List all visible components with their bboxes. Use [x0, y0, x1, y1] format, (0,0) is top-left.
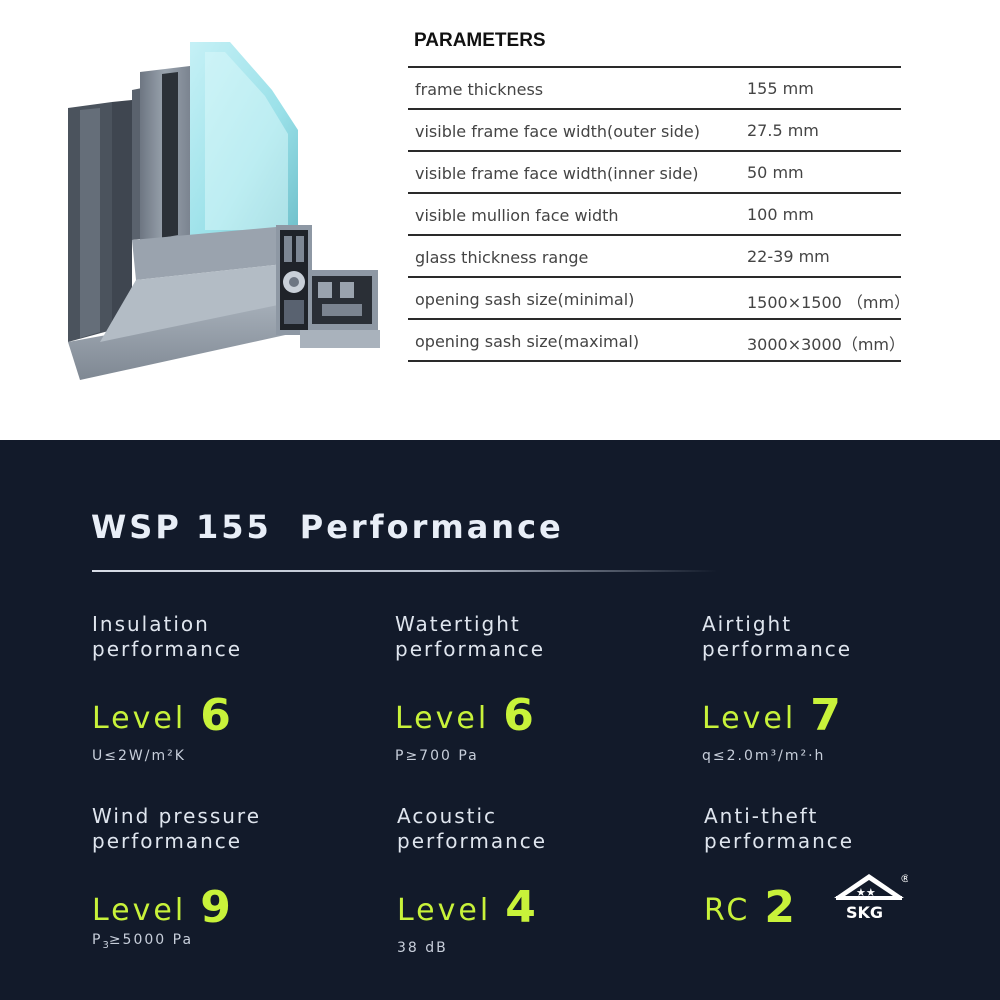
metric-name: Acoustic performance	[397, 804, 687, 854]
metric-spec: U≤2W/m²K	[92, 748, 186, 764]
param-value: 155 mm	[747, 79, 814, 98]
svg-text:SKG: SKG	[846, 903, 883, 922]
svg-text:★★: ★★	[856, 886, 876, 899]
metric-spec: P3≥5000 Pa	[92, 932, 194, 951]
product-section: PARAMETERS frame thickness 155 mm visibl…	[0, 0, 1000, 440]
param-label: visible frame face width(outer side)	[415, 122, 700, 141]
metric-anti-theft: Anti-theft performance RC 2 ★★ ® SKG	[704, 804, 994, 964]
spec-rest: ≥5000 Pa	[108, 932, 194, 948]
level-word: Level	[397, 893, 492, 928]
metric-name-line1: Insulation	[92, 612, 210, 636]
param-row-sash-max: opening sash size(maximal) 3000×3000（mm）	[408, 318, 905, 362]
metric-level: Level 6	[395, 688, 534, 741]
level-number: 2	[764, 882, 795, 933]
parameters-title: PARAMETERS	[414, 30, 546, 51]
window-profile-image	[68, 42, 380, 380]
param-label: visible mullion face width	[415, 206, 619, 225]
metric-name: Wind pressure performance	[92, 804, 382, 854]
metric-insulation: Insulation performance Level 6 U≤2W/m²K	[92, 612, 382, 772]
parameters-table: frame thickness 155 mm visible frame fac…	[408, 66, 910, 362]
level-word: Level	[395, 701, 490, 736]
param-value: 3000×3000（mm）	[747, 335, 906, 354]
performance-word: Performance	[299, 508, 564, 546]
metric-level: Level 9	[92, 880, 231, 933]
param-label: opening sash size(maximal)	[415, 332, 640, 351]
param-row-frame-thickness: frame thickness 155 mm	[408, 66, 901, 108]
param-value: 100 mm	[747, 205, 814, 224]
performance-title: WSP 155 Performance	[91, 508, 564, 546]
metric-level: Level 6	[92, 688, 231, 741]
param-value: 22-39 mm	[747, 247, 830, 266]
metric-name-line2: performance	[92, 637, 243, 661]
metric-spec: P≥700 Pa	[395, 748, 479, 764]
level-word: Level	[702, 701, 797, 736]
metric-name-line1: Watertight	[395, 612, 521, 636]
param-label: opening sash size(minimal)	[415, 290, 635, 309]
level-number: 4	[505, 882, 536, 933]
metric-spec: 38 dB	[397, 940, 448, 956]
level-number: 6	[503, 690, 534, 741]
title-divider	[92, 570, 717, 572]
param-label: visible frame face width(inner side)	[415, 164, 699, 183]
param-row-mullion-face-width: visible mullion face width 100 mm	[408, 192, 901, 234]
metric-name-line1: Anti-theft	[704, 804, 819, 828]
metric-name-line2: performance	[702, 637, 853, 661]
metric-name: Anti-theft performance	[704, 804, 994, 854]
param-value: 1500×1500 （mm）	[747, 293, 911, 312]
metric-airtight: Airtight performance Level 7 q≤2.0m³/m²·h	[702, 612, 992, 772]
metric-name: Insulation performance	[92, 612, 382, 662]
model-name: WSP 155	[91, 508, 272, 546]
level-number: 9	[200, 882, 231, 933]
metric-name-line2: performance	[397, 829, 548, 853]
param-row-inner-face-width: visible frame face width(inner side) 50 …	[408, 150, 901, 192]
param-label: glass thickness range	[415, 248, 589, 267]
performance-section: WSP 155 Performance Insulation performanc…	[0, 440, 1000, 1000]
metric-name-line1: Acoustic	[397, 804, 498, 828]
level-number: 7	[810, 690, 841, 741]
skg-certification-logo: ★★ ® SKG	[834, 872, 908, 922]
level-word: Level	[92, 701, 187, 736]
spec-subscript: 3	[102, 940, 109, 951]
spec-prefix: P	[92, 932, 103, 948]
metric-name: Watertight performance	[395, 612, 685, 662]
param-row-outer-face-width: visible frame face width(outer side) 27.…	[408, 108, 901, 150]
metric-spec: q≤2.0m³/m²·h	[702, 748, 826, 764]
metric-name-line2: performance	[704, 829, 855, 853]
param-label: frame thickness	[415, 80, 544, 99]
param-value: 27.5 mm	[747, 121, 819, 140]
metric-name-line1: Airtight	[702, 612, 793, 636]
level-word: RC	[704, 893, 751, 928]
metric-level: Level 4	[397, 880, 536, 933]
metric-name-line2: performance	[395, 637, 546, 661]
metric-name-line2: performance	[92, 829, 243, 853]
param-row-glass-thickness: glass thickness range 22-39 mm	[408, 234, 901, 276]
level-word: Level	[92, 893, 187, 928]
param-value: 50 mm	[747, 163, 804, 182]
metric-level: RC 2	[704, 880, 795, 933]
param-row-sash-min: opening sash size(minimal) 1500×1500 （mm…	[408, 276, 910, 318]
svg-text:®: ®	[900, 872, 908, 885]
metric-level: Level 7	[702, 688, 841, 741]
metric-name-line1: Wind pressure	[92, 804, 262, 828]
metric-watertight: Watertight performance Level 6 P≥700 Pa	[395, 612, 685, 772]
metric-wind-pressure: Wind pressure performance Level 9 P3≥5000…	[92, 804, 382, 964]
level-number: 6	[200, 690, 231, 741]
metric-name: Airtight performance	[702, 612, 992, 662]
metric-acoustic: Acoustic performance Level 4 38 dB	[397, 804, 687, 964]
